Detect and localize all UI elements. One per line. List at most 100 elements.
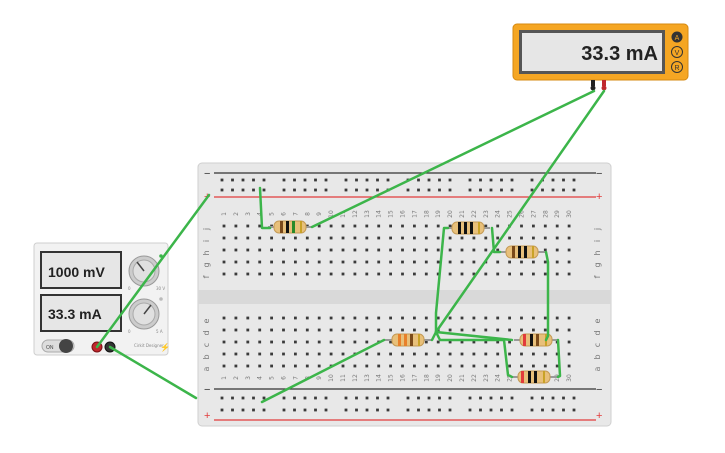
hole-f16[interactable] [401,272,404,276]
hole-c11[interactable] [341,340,345,344]
hole-i8[interactable] [305,236,309,240]
rail-hole-3-22[interactable] [489,408,493,412]
hole-j17[interactable] [413,224,416,228]
hole-f30[interactable] [567,272,571,276]
hole-g4[interactable] [258,260,262,264]
hole-d30[interactable] [567,328,571,332]
rail-hole-2-7[interactable] [303,396,307,400]
rail-hole-2-25[interactable] [530,396,534,400]
hole-g7[interactable] [294,260,297,264]
hole-a18[interactable] [424,364,428,368]
hole-g30[interactable] [567,260,571,264]
hole-b20[interactable] [448,352,452,356]
hole-f7[interactable] [294,272,297,276]
rail-hole-1-24[interactable] [510,188,514,192]
rail-hole-2-9[interactable] [324,396,328,400]
wires[interactable] [95,89,606,404]
hole-c23[interactable] [484,340,488,344]
hole-i27[interactable] [532,236,535,240]
hole-a12[interactable] [353,364,357,368]
mode-button-ampere[interactable]: A [671,31,683,43]
hole-i2[interactable] [234,236,238,240]
hole-b5[interactable] [270,352,273,356]
rail-hole-2-24[interactable] [510,396,514,400]
rail-hole-0-23[interactable] [500,178,503,182]
rail-hole-2-15[interactable] [406,396,410,400]
hole-f9[interactable] [317,272,321,276]
hole-f4[interactable] [258,272,262,276]
rail-hole-3-24[interactable] [510,408,514,412]
hole-i16[interactable] [401,236,404,240]
hole-j15[interactable] [389,224,392,228]
hole-d9[interactable] [317,328,321,332]
rail-hole-0-5[interactable] [282,178,286,182]
hole-h28[interactable] [543,248,547,252]
rail-hole-2-4[interactable] [262,396,266,400]
rail-hole-3-1[interactable] [231,408,234,412]
hole-a29[interactable] [555,364,559,368]
hole-c22[interactable] [472,340,476,344]
hole-h21[interactable] [460,248,464,252]
hole-g13[interactable] [365,260,369,264]
hole-e5[interactable] [270,316,273,320]
hole-i9[interactable] [317,236,321,240]
hole-i19[interactable] [436,236,440,240]
hole-h17[interactable] [413,248,416,252]
hole-f28[interactable] [543,272,547,276]
hole-a26[interactable] [520,364,523,368]
rail-hole-2-12[interactable] [365,396,369,400]
hole-j16[interactable] [401,224,404,228]
hole-j14[interactable] [377,224,381,228]
wire-r1-to-multimeter-black[interactable] [310,89,596,229]
hole-j11[interactable] [341,224,345,228]
hole-j1[interactable] [222,224,226,228]
hole-j26[interactable] [520,224,523,228]
hole-b7[interactable] [294,352,297,356]
hole-i24[interactable] [496,236,500,240]
hole-g8[interactable] [305,260,309,264]
rail-hole-2-16[interactable] [417,396,420,400]
rail-hole-1-5[interactable] [282,188,286,192]
rail-hole-2-2[interactable] [241,396,245,400]
mode-button-volt[interactable]: V [671,46,683,58]
resistor-r1[interactable] [268,220,312,234]
rail-hole-3-23[interactable] [500,408,503,412]
hole-i22[interactable] [472,236,476,240]
hole-a1[interactable] [222,364,226,368]
hole-h24[interactable] [496,248,500,252]
hole-h2[interactable] [234,248,238,252]
hole-d3[interactable] [246,328,250,332]
hole-a5[interactable] [270,364,273,368]
hole-b29[interactable] [555,352,559,356]
hole-e14[interactable] [377,316,381,320]
hole-b26[interactable] [520,352,523,356]
rail-hole-1-26[interactable] [541,188,544,192]
rail-hole-0-25[interactable] [530,178,534,182]
hole-g14[interactable] [377,260,381,264]
resistor-r4[interactable] [384,333,432,347]
hole-j24[interactable] [496,224,500,228]
hole-e28[interactable] [543,316,547,320]
rail-hole-2-28[interactable] [562,396,565,400]
wire-r2-to-r3[interactable] [490,226,502,254]
hole-d4[interactable] [258,328,262,332]
hole-c12[interactable] [353,340,357,344]
hole-f27[interactable] [532,272,535,276]
hole-g16[interactable] [401,260,404,264]
hole-h10[interactable] [329,248,333,252]
hole-e23[interactable] [484,316,488,320]
hole-b8[interactable] [305,352,309,356]
hole-d13[interactable] [365,328,369,332]
hole-i7[interactable] [294,236,297,240]
rail-hole-0-9[interactable] [324,178,328,182]
hole-a28[interactable] [543,364,547,368]
hole-c25[interactable] [508,340,511,344]
hole-a19[interactable] [436,364,440,368]
rail-hole-1-8[interactable] [314,188,317,192]
hole-d6[interactable] [282,328,285,332]
hole-e17[interactable] [413,316,416,320]
rail-hole-1-28[interactable] [562,188,565,192]
rail-hole-1-4[interactable] [262,188,266,192]
hole-d18[interactable] [424,328,428,332]
probe-red-socket[interactable] [602,80,606,86]
